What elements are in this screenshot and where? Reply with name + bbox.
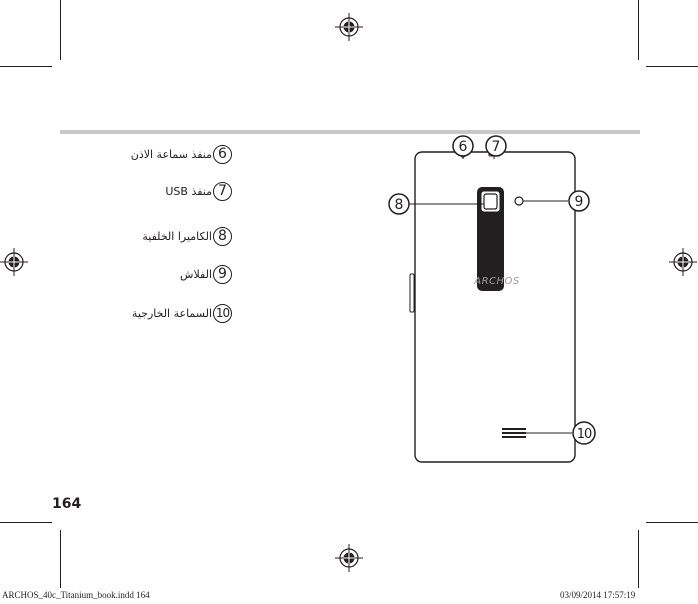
svg-text:8: 8	[395, 197, 404, 213]
svg-text:10: 10	[577, 427, 592, 442]
legend-item-9: الفلاش 9	[180, 263, 232, 285]
external-speaker	[502, 428, 526, 438]
legend-item-10: السماعة الخارجية 10	[132, 302, 232, 324]
callout-8: 8	[388, 193, 410, 215]
legend-number: 10	[213, 303, 232, 323]
crop-mark-bottom-left-vertical	[60, 530, 61, 588]
legend-item-7: منفذ USB 7	[165, 180, 232, 202]
callout-6: 6	[452, 135, 474, 157]
crop-mark-bottom-right-vertical	[638, 530, 639, 588]
phone-back-diagram: ARCHOS 6 7 8 9 10	[388, 135, 596, 463]
crop-mark-bottom-right-horizontal	[646, 522, 698, 523]
side-button	[409, 273, 415, 313]
camera-lens	[483, 193, 498, 210]
legend-number: 9	[213, 264, 232, 284]
slug-filename: ARCHOS_40c_Titanium_book.indd 164	[2, 590, 150, 600]
page-number: 164	[52, 496, 82, 512]
legend-number: 8	[213, 226, 232, 246]
svg-text:6: 6	[459, 139, 468, 155]
registration-mark-top	[335, 13, 363, 41]
camera-module	[477, 187, 504, 291]
legend-label: الكاميرا الخلفية	[142, 229, 212, 243]
legend-number: 7	[213, 181, 232, 201]
legend-label: منفذ USB	[165, 184, 212, 198]
legend-label: السماعة الخارجية	[131, 306, 212, 320]
callout-10: 10	[572, 421, 596, 445]
legend-item-8: الكاميرا الخلفية 8	[142, 225, 232, 247]
flash	[514, 196, 524, 206]
legend-label: الفلاش	[180, 267, 212, 281]
callout-9: 9	[568, 190, 590, 212]
slug-timestamp: 03/09/2014 17:57:19	[560, 590, 636, 600]
legend-item-6: منفذ سماعة الاذن 6	[131, 143, 232, 165]
crop-mark-top-right-horizontal	[646, 66, 698, 67]
svg-text:9: 9	[575, 194, 584, 210]
legend-number: 6	[213, 144, 232, 164]
registration-mark-right	[669, 248, 697, 276]
crop-mark-bottom-left-horizontal	[0, 522, 52, 523]
svg-text:7: 7	[492, 139, 501, 155]
legend-label: منفذ سماعة الاذن	[130, 147, 212, 161]
crop-mark-top-right-vertical	[638, 0, 639, 60]
registration-mark-bottom	[335, 544, 363, 572]
registration-mark-left	[0, 248, 28, 276]
callout-7: 7	[485, 135, 507, 157]
crop-mark-top-left-horizontal	[0, 66, 52, 67]
crop-mark-top-left-vertical	[60, 0, 61, 60]
device-brand: ARCHOS	[473, 276, 520, 287]
section-rule	[60, 130, 640, 134]
